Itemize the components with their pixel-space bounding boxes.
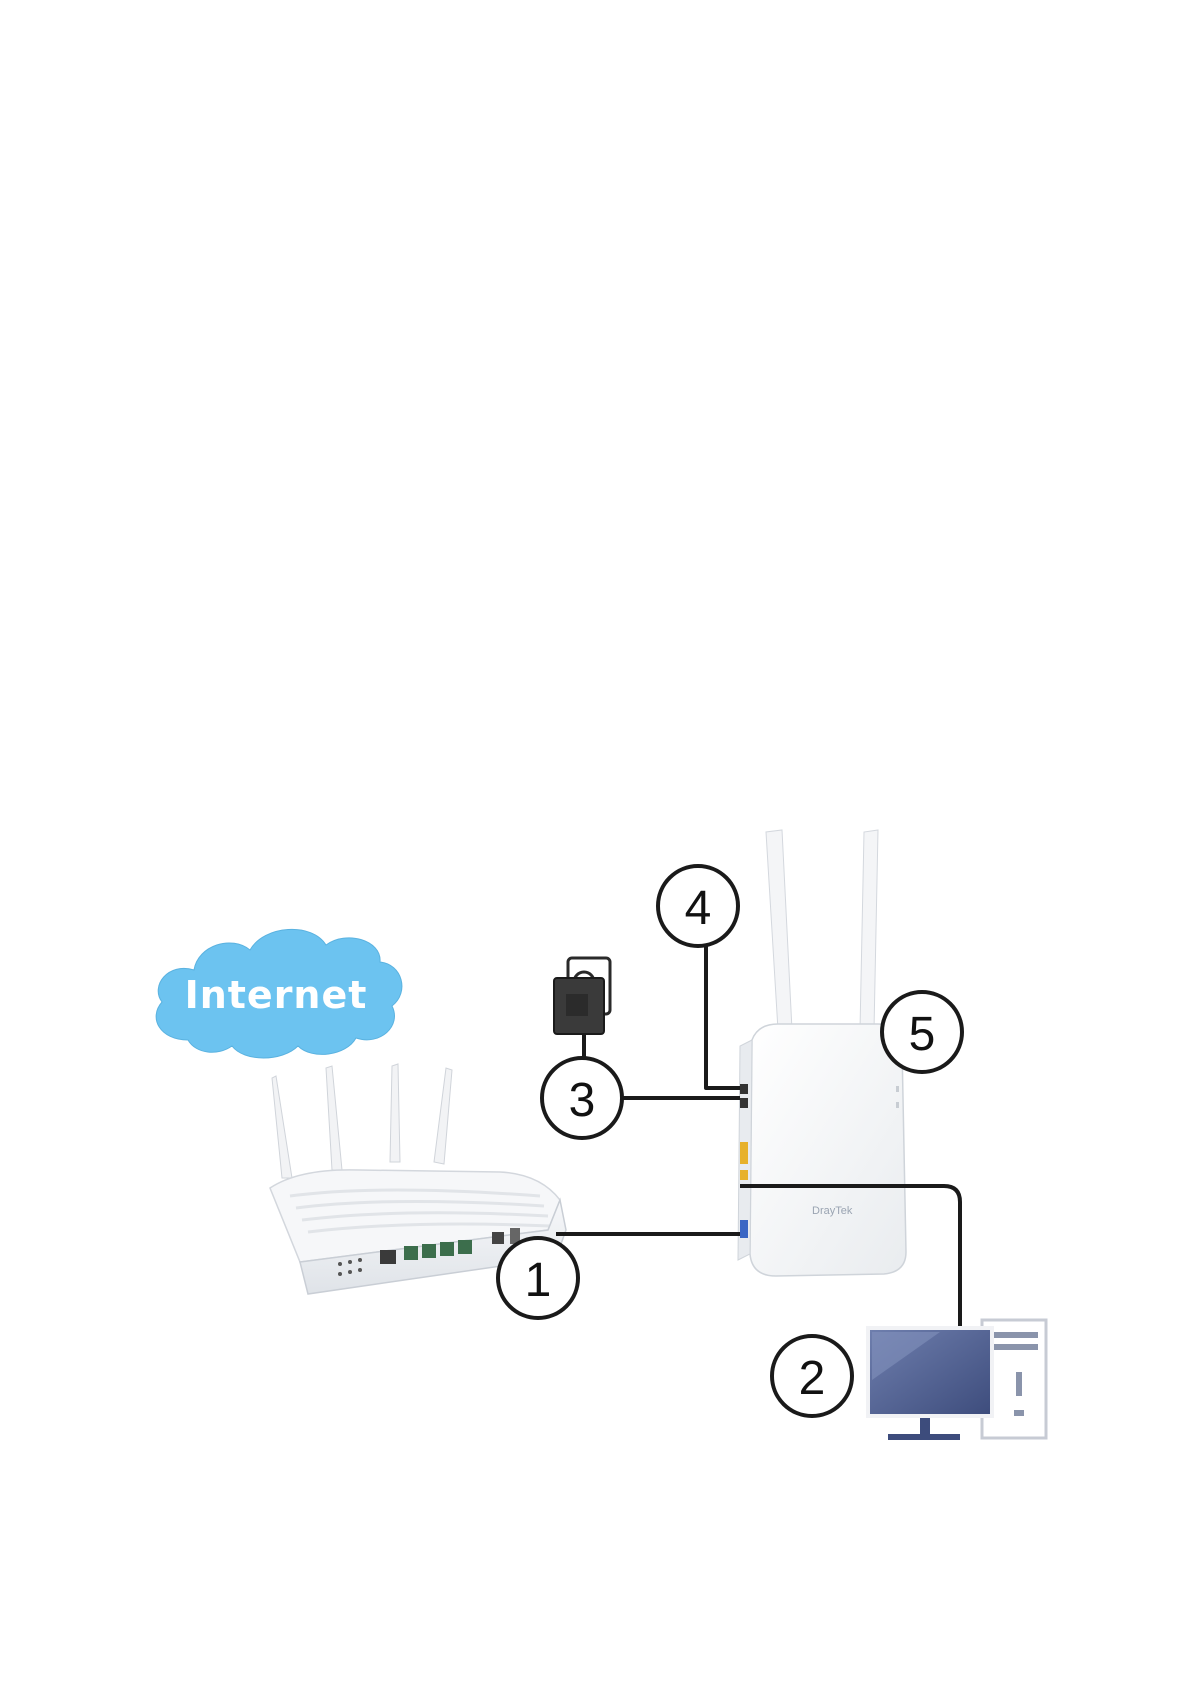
access-point-two-antenna-icon: DrayTek: [738, 830, 906, 1276]
callout-2: 2: [772, 1336, 852, 1416]
cable-callout-4: [706, 944, 740, 1088]
callout-3: 3: [542, 1058, 622, 1138]
callout-5: 5: [882, 992, 962, 1072]
callout-3-label: 3: [569, 1074, 596, 1127]
power-adapter-icon: [554, 958, 610, 1034]
desktop-computer-icon: [868, 1320, 1046, 1440]
internet-cloud: Internet: [156, 929, 402, 1058]
callout-5-label: 5: [909, 1008, 936, 1061]
callout-1: 1: [498, 1238, 578, 1318]
ap-brand-mark: DrayTek: [812, 1205, 853, 1217]
callout-1-label: 1: [525, 1254, 552, 1307]
cloud-label: Internet: [185, 973, 368, 1017]
callout-4-label: 4: [685, 882, 712, 935]
callout-4: 4: [658, 866, 738, 946]
callout-2-label: 2: [799, 1352, 826, 1405]
